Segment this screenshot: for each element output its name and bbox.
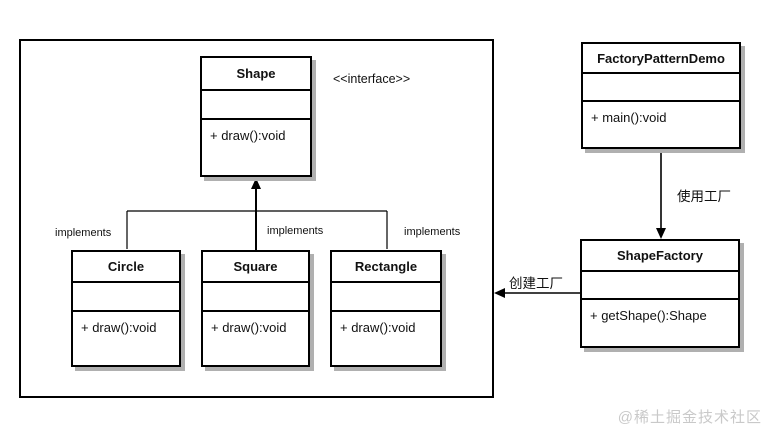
class-methods-factory-pattern-demo: + main():void bbox=[591, 110, 667, 125]
class-attributes-square bbox=[203, 283, 308, 312]
class-box-rectangle: Rectangle + draw():void bbox=[330, 250, 442, 367]
interface-stereotype-label: <<interface>> bbox=[333, 72, 411, 86]
class-attributes-rectangle bbox=[332, 283, 440, 312]
class-name-rectangle: Rectangle bbox=[332, 252, 440, 283]
class-methods-circle: + draw():void bbox=[81, 320, 157, 335]
class-attributes-shape bbox=[202, 91, 310, 120]
use-factory-arrow bbox=[656, 151, 666, 239]
implements-label-rectangle: implements bbox=[404, 226, 461, 238]
class-attributes-circle bbox=[73, 283, 179, 312]
class-box-shape-factory: ShapeFactory + getShape():Shape bbox=[580, 239, 740, 348]
shapes-container-box bbox=[19, 39, 494, 398]
class-name-factory-pattern-demo: FactoryPatternDemo bbox=[583, 44, 739, 74]
class-name-square: Square bbox=[203, 252, 308, 283]
class-attributes-factory-pattern-demo bbox=[583, 74, 739, 102]
class-name-shape-factory: ShapeFactory bbox=[582, 241, 738, 272]
class-box-factory-pattern-demo: FactoryPatternDemo + main():void bbox=[581, 42, 741, 149]
class-methods-shape: + draw():void bbox=[210, 128, 286, 143]
class-box-shape: Shape + draw():void bbox=[200, 56, 312, 177]
class-name-shape: Shape bbox=[202, 58, 310, 91]
class-methods-square: + draw():void bbox=[211, 320, 287, 335]
class-methods-rectangle: + draw():void bbox=[340, 320, 416, 335]
class-attributes-shape-factory bbox=[582, 272, 738, 300]
use-factory-label: 使用工厂 bbox=[677, 189, 731, 204]
create-factory-label: 创建工厂 bbox=[509, 276, 563, 291]
juejin-watermark: @稀土掘金技术社区 bbox=[617, 409, 762, 426]
class-box-circle: Circle + draw():void bbox=[71, 250, 181, 367]
implements-label-circle: implements bbox=[55, 227, 112, 239]
implements-label-square: implements bbox=[267, 225, 324, 237]
class-box-square: Square + draw():void bbox=[201, 250, 310, 367]
class-methods-shape-factory: + getShape():Shape bbox=[590, 308, 707, 323]
class-name-circle: Circle bbox=[73, 252, 179, 283]
